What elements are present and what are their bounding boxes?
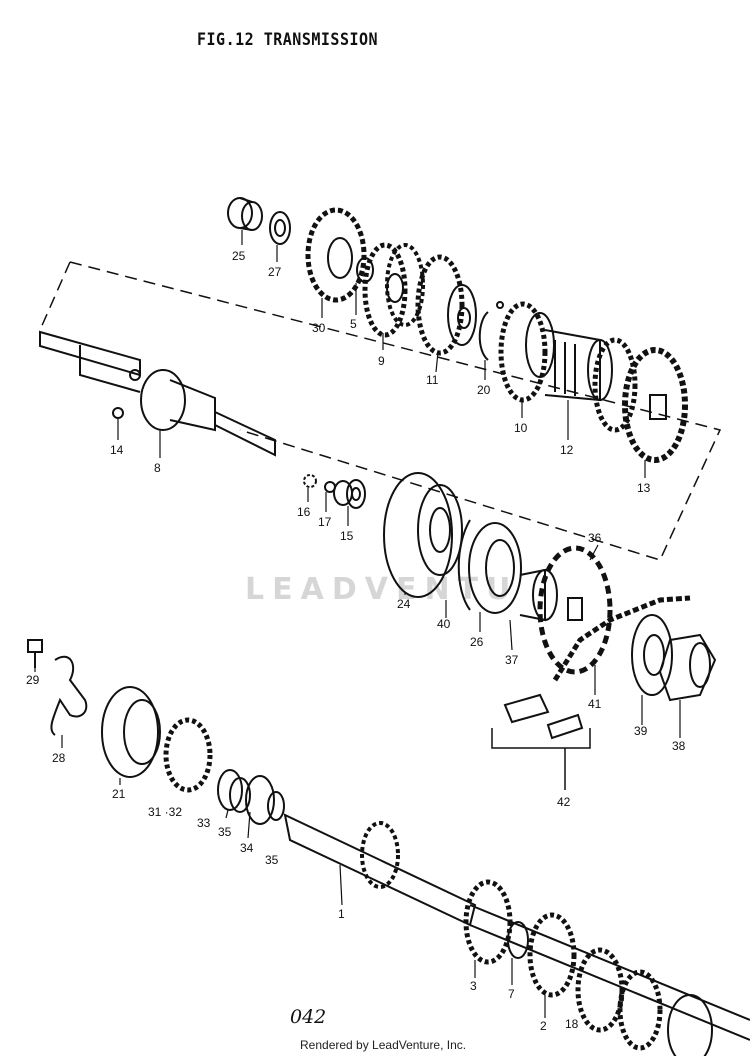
part-drive-shaft-8 — [39, 330, 276, 457]
part-washer-34 — [245, 775, 275, 825]
callout-label: 38 — [672, 739, 686, 753]
part-gear-13 — [592, 337, 688, 463]
callout-label: 27 — [268, 265, 282, 279]
callout-label: 9 — [378, 354, 385, 368]
callout-label: 17 — [318, 515, 332, 529]
callout-label: 3 — [470, 979, 477, 993]
part-gear-2 — [527, 912, 577, 998]
part-washer-33 — [217, 769, 243, 811]
part-circlip-35 — [267, 791, 285, 821]
part-sprocket-36 — [537, 545, 613, 675]
part-bearing-21 — [101, 686, 161, 778]
callout-label: 28 — [52, 751, 66, 765]
part-ball-14 — [112, 407, 124, 419]
callout-label: 2 — [540, 1019, 547, 1033]
callout-label: 18 — [565, 1017, 579, 1031]
callout-label: 31 ·32 — [148, 805, 182, 819]
callout-label: 35 — [265, 853, 279, 867]
part-oring-40 — [457, 519, 471, 611]
callout-label: 13 — [637, 481, 651, 495]
callout-label: 37 — [505, 653, 519, 667]
callout-label: 5 — [350, 317, 357, 331]
callout-label: 14 — [110, 443, 124, 457]
callout-label: 26 — [470, 635, 484, 649]
part-washer-27 — [269, 211, 291, 245]
callout-label: 33 — [197, 816, 211, 830]
callout-label: 34 — [240, 841, 254, 855]
callout-label: 1 — [338, 907, 345, 921]
part-countershaft-1 — [283, 813, 750, 1041]
callout-label: 30 — [312, 321, 326, 335]
callout-label: 11 — [426, 373, 439, 387]
part-bearing-24 — [383, 472, 463, 598]
part-nut-16 — [303, 474, 317, 488]
part-gear-11 — [415, 254, 477, 356]
part-collar-15 — [333, 479, 366, 509]
callout-label: 42 — [557, 795, 571, 809]
part-sleeve-12 — [544, 329, 613, 402]
part-gear-9 — [362, 242, 425, 338]
part-gear-10 — [498, 301, 555, 403]
callout-label: 15 — [340, 529, 354, 543]
part-gear-18 — [575, 947, 625, 1033]
page-number: 042 — [290, 1006, 327, 1028]
part-nut-38 — [658, 633, 717, 702]
figure-title: FIG.12 TRANSMISSION — [197, 28, 379, 50]
part-oil-seal-26 — [468, 522, 522, 614]
callout-label: 16 — [297, 505, 311, 519]
part-circlip-20 — [478, 311, 489, 361]
callout-label: 36 — [588, 531, 602, 545]
callout-label: 40 — [437, 617, 451, 631]
part-chain-joint-42 — [491, 693, 591, 790]
callout-label: 7 — [508, 987, 515, 1001]
part-bushing-25 — [227, 197, 263, 231]
part-plate-28 — [50, 655, 88, 736]
part-bolt-29 — [27, 639, 43, 668]
part-lock-washer-39 — [631, 614, 673, 696]
watermark: LEADVENTU — [245, 572, 519, 607]
part-chain-41 — [552, 595, 691, 682]
part-gear-30 — [305, 207, 367, 303]
callout-label: 8 — [154, 461, 161, 475]
callout-label: 24 — [397, 597, 411, 611]
callout-label: 10 — [514, 421, 528, 435]
callout-label: 35 — [218, 825, 232, 839]
part-gear-31-32 — [163, 717, 213, 793]
part-gear-3 — [463, 879, 513, 965]
group-border — [39, 261, 71, 331]
part-spacer-37 — [519, 568, 558, 622]
part-washer-7 — [507, 921, 529, 959]
callout-label: 21 — [112, 787, 126, 801]
callout-label: 20 — [477, 383, 491, 397]
callout-label: 41 — [588, 697, 602, 711]
credit-line: Rendered by LeadVenture, Inc. — [300, 1038, 467, 1052]
callout-labels: 25 27 30 5 9 11 20 10 12 13 14 8 16 17 1… — [26, 249, 686, 1033]
callout-label: 25 — [232, 249, 246, 263]
callout-label: 39 — [634, 724, 648, 738]
callout-label: 12 — [560, 443, 574, 457]
callout-label: 29 — [26, 673, 40, 687]
